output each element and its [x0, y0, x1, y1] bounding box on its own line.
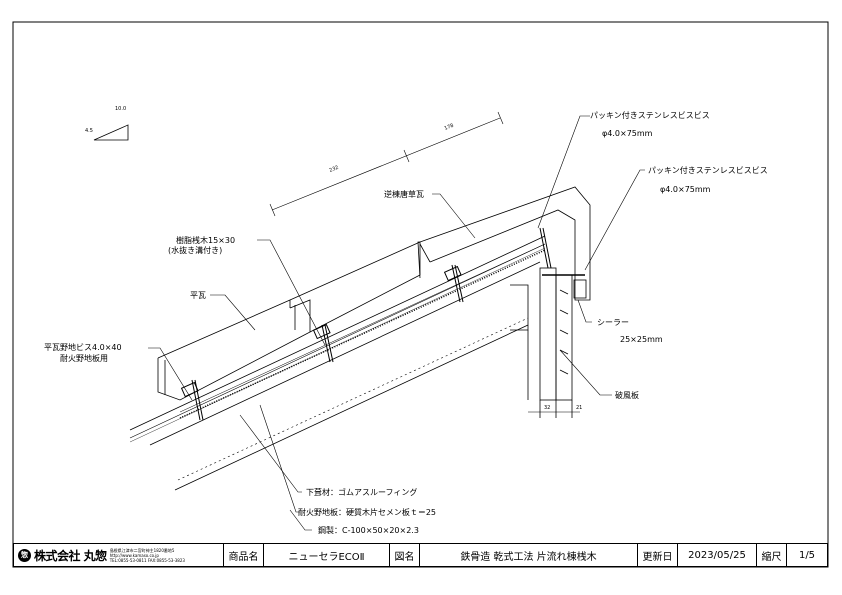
dim-178-text: 178 — [444, 123, 455, 132]
fastener-1 — [180, 379, 204, 421]
steel-purlin-dash — [177, 317, 529, 481]
product-label: 商品名 — [224, 544, 264, 566]
address-line-2: http://www.kamaso.co.jp — [109, 552, 159, 558]
drawing-name: 鉄骨造 乾式工法 片流れ棟桟木 — [420, 544, 638, 566]
scale-label: 縮尺 — [757, 544, 787, 566]
dimension-line-top — [269, 111, 504, 217]
flat-tiles — [157, 241, 421, 401]
company-address: 島根県江津市二宮町神主1820番地5 http://www.kamaso.co.… — [110, 548, 185, 563]
drawing-border — [12, 21, 829, 568]
label-flat-screw-note: 耐火野地板用 — [60, 353, 108, 363]
label-screw-2: パッキン付きステンレスビスビス — [648, 165, 768, 175]
date-value: 2023/05/25 — [678, 544, 757, 566]
fascia-structure — [510, 267, 587, 418]
underlay-line-1 — [129, 243, 546, 439]
title-block: 惣 株式会社 丸惣 島根県江津市二宮町神主1820番地5 http://www.… — [13, 543, 828, 567]
slope-width-text: 10.0 — [115, 106, 126, 112]
dim-32-text: 32 — [544, 405, 550, 411]
batten-fasteners — [180, 227, 585, 421]
fastener-3 — [443, 264, 464, 303]
label-steel: 鋼製：C-100×50×20×2.3 — [318, 525, 419, 535]
label-resin-batten: 樹脂桟木15×30 — [176, 235, 235, 245]
fascia-board — [539, 267, 557, 401]
address-line-1: 島根県江津市二宮町神主1820番地5 — [109, 547, 175, 553]
label-sealer: シーラー — [597, 318, 629, 327]
label-screw-1-size: φ4.0×75mm — [602, 129, 653, 138]
steel-purlin-bottom — [174, 324, 529, 491]
fastener-2 — [312, 323, 334, 363]
leader-lines — [148, 115, 645, 531]
company-logo: 惣 — [18, 548, 31, 562]
label-fascia: 破風板 — [615, 390, 639, 400]
date-label: 更新日 — [638, 544, 678, 566]
label-flat-screw: 平瓦野地ビス4.0×40 — [44, 342, 122, 352]
steel-channel — [510, 284, 529, 331]
label-sealer-size: 25×25mm — [620, 335, 663, 344]
label-sheathing: 耐火野地板：硬質木片セメン板ｔ＝25 — [298, 507, 436, 517]
label-screw-2-size: φ4.0×75mm — [660, 185, 711, 194]
dim-232-text: 232 — [329, 165, 340, 174]
drawing-label: 図名 — [390, 544, 420, 566]
label-ridge-tile: 逆棟唐草瓦 — [384, 189, 424, 199]
batten-line — [179, 243, 546, 413]
product-name: ニューセラECOⅡ — [264, 544, 390, 566]
slope-height-text: 4.5 — [85, 128, 93, 134]
batten-hatch — [179, 249, 546, 419]
address-line-3: TEL:0855-53-0811 FAX:0855-53-3823 — [109, 557, 185, 563]
label-batten-note: (水抜き溝付き) — [168, 245, 222, 255]
company-name: 株式会社 丸惣 — [34, 548, 107, 563]
label-flat-tile: 平瓦 — [190, 291, 206, 300]
slope-indicator: 10.0 4.5 — [85, 106, 129, 141]
sealer-block — [573, 279, 587, 299]
company-cell: 惣 株式会社 丸惣 島根県江津市二宮町神主1820番地5 http://www.… — [14, 544, 224, 566]
roof-layers — [129, 235, 546, 491]
label-screw-1: パッキン付きステンレスビスビス — [590, 110, 710, 120]
scale-value: 1/5 — [798, 549, 816, 561]
label-underlay: 下葺材：ゴムアスルーフィング — [306, 487, 417, 497]
fascia-inner — [555, 274, 573, 401]
dim-21-text: 21 — [576, 405, 582, 411]
sheathing-bottom — [149, 261, 541, 446]
ridge-tile — [419, 186, 591, 301]
sheathing-top — [129, 235, 546, 431]
